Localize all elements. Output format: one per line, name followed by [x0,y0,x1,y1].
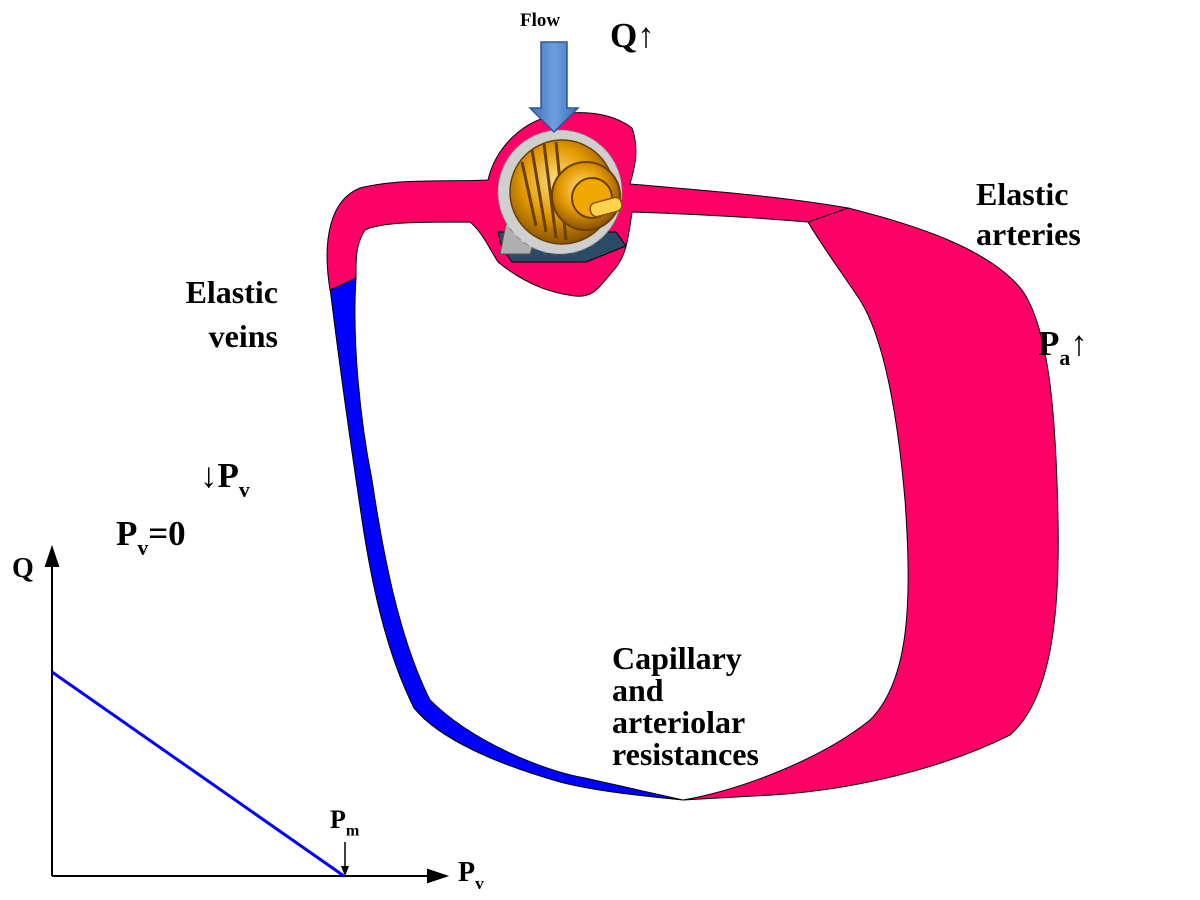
pv0-text: P [116,514,138,553]
up-arrow-icon: ↑ [1070,324,1088,363]
pv0-subscript: v [137,535,149,560]
motor-pump-icon [497,129,627,263]
graph-pm-text: P [330,805,346,834]
pv0-value: =0 [148,514,186,553]
up-arrow-icon: ↑ [637,16,655,55]
elastic-veins-line2: veins [208,317,278,354]
elastic-vein-shape [329,277,684,801]
q-text: Q [610,16,638,55]
graph-pv-text: P [458,857,476,888]
elastic-arteries-line1: Elastic [976,176,1069,212]
arterial-pressure-label: Pa↑ [1038,324,1088,370]
capillary-line2: and [612,672,664,708]
venous-return-line [51,670,345,878]
cardiac-output-label: Q↑ [610,16,655,55]
flow-label: Flow [520,10,561,31]
pa-text: P [1038,324,1060,363]
capillary-line4: resistances [612,736,759,772]
pv-text: P [217,456,239,495]
capillary-line1: Capillary [612,640,742,676]
graph-q-axis-label: Q [12,553,34,584]
elastic-veins-label: Elastic veins [162,274,278,354]
down-arrow-icon [528,41,580,134]
pv-subscript: v [238,477,250,502]
elastic-arteries-label: Elastic arteries [976,176,1081,252]
capillary-resistance-label: Capillary and arteriolar resistances [612,642,759,770]
elastic-arteries-line2: arteries [976,215,1081,252]
venous-pressure-zero-label: Pv=0 [116,514,186,560]
graph-pm-label: Pm [330,806,359,840]
pm-marker-arrow [341,842,349,876]
graph-axes [44,544,450,884]
venous-pressure-label: ↓Pv [200,456,250,502]
graph-pv-subscript: v [475,873,484,893]
elastic-veins-line1: Elastic [185,274,278,310]
elastic-artery-shape [682,207,1059,801]
capillary-line3: arteriolar [612,704,746,740]
down-arrow-icon: ↓ [200,456,218,495]
pa-subscript: a [1059,345,1071,370]
graph-pv-axis-label: Pv [458,858,484,893]
graph-pm-subscript: m [345,822,360,840]
